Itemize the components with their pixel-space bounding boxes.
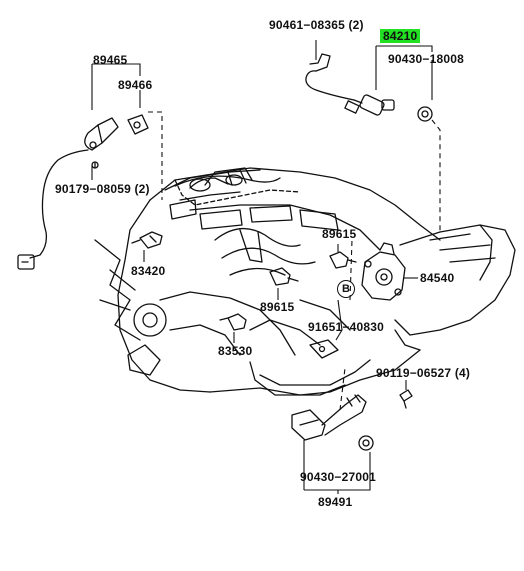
speed-sensor-84210 xyxy=(305,53,433,122)
part-label-90179: 90179−08059 (2) xyxy=(55,182,150,196)
part-label-89615-a: 89615 xyxy=(322,227,357,241)
part-label-89466: 89466 xyxy=(118,78,153,92)
part-label-83420: 83420 xyxy=(131,264,166,278)
part-label-90430-a: 90430−18008 xyxy=(388,52,464,66)
switch-84540 xyxy=(361,242,406,301)
sensor-83530 xyxy=(219,313,247,331)
part-label-84210: 84210 xyxy=(380,29,421,43)
part-label-90430-b: 90430−27001 xyxy=(300,470,376,484)
part-label-84540: 84540 xyxy=(420,271,455,285)
plate-91651 xyxy=(309,339,339,359)
part-label-90119: 90119−06527 (4) xyxy=(376,366,471,380)
sensor-89615-b xyxy=(269,267,299,286)
part-label-89615-b: 89615 xyxy=(260,300,295,314)
part-label-90461: 90461−08365 (2) xyxy=(269,18,364,32)
leader-lines xyxy=(91,40,433,494)
part-label-91651: 91651−40830 xyxy=(308,320,384,334)
bracket-89491 xyxy=(291,394,374,451)
callout-b: B xyxy=(337,280,355,298)
sensor-89615-a xyxy=(329,251,357,269)
part-label-83530: 83530 xyxy=(218,344,253,358)
engine-block xyxy=(94,167,516,396)
part-label-89465: 89465 xyxy=(93,53,128,67)
part-label-89491: 89491 xyxy=(318,495,353,509)
sensor-83420 xyxy=(131,231,163,249)
bolt-90119 xyxy=(399,389,413,409)
